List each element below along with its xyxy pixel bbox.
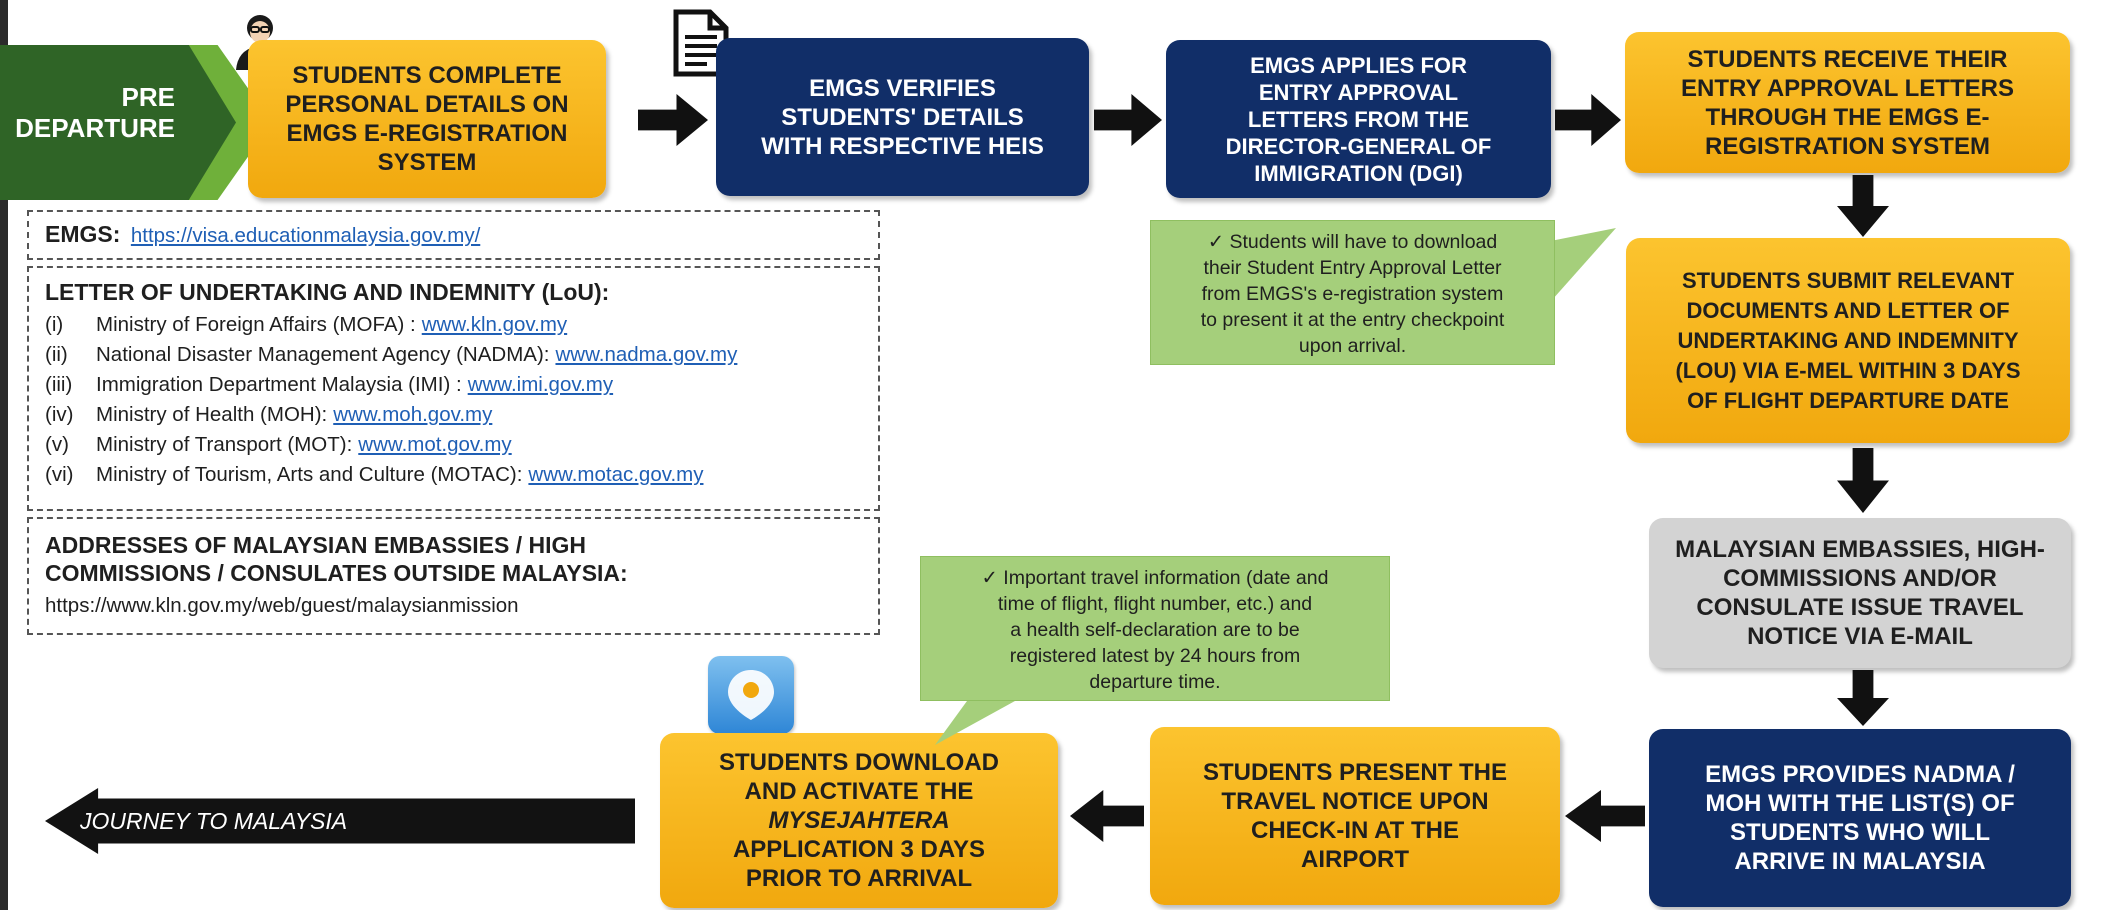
mysejahtera-app-name: MYSEJAHTERA xyxy=(768,807,950,834)
step-emgs-provides-nadma-list: EMGS PROVIDES NADMA / MOH WITH THE LIST(… xyxy=(1649,729,2071,907)
emgs-info-panel: EMGS: https://visa.educationmalaysia.gov… xyxy=(27,210,880,260)
lou-item-link[interactable]: www.kln.gov.my xyxy=(421,313,568,336)
lou-item-name: Ministry of Health (MOH): xyxy=(96,403,328,426)
callout-tail xyxy=(1548,228,1616,305)
lou-item-number: (v) xyxy=(45,433,69,456)
step-emgs-applies-entry-letters: EMGS APPLIES FOR ENTRY APPROVAL LETTERS … xyxy=(1166,40,1551,198)
lou-item-name: Ministry of Foreign Affairs (MOFA) : xyxy=(96,313,416,336)
lou-item-number: (vi) xyxy=(45,463,74,486)
arrow-right-1 xyxy=(638,94,708,146)
lou-item-number: (ii) xyxy=(45,343,68,366)
lou-item-link[interactable]: www.imi.gov.my xyxy=(467,373,614,396)
lou-item-number: (iii) xyxy=(45,373,73,396)
step-text-line: STUDENTS DOWNLOAD xyxy=(719,749,999,776)
step-text-line: APPLICATION 3 DAYS xyxy=(732,836,986,863)
lou-item-link[interactable]: www.motac.gov.my xyxy=(528,463,704,486)
lou-list-item: (iii) Immigration Department Malaysia (I… xyxy=(45,370,862,400)
lou-item-number: (iv) xyxy=(45,403,74,426)
lou-title: LETTER OF UNDERTAKING AND INDEMNITY (LoU… xyxy=(45,279,610,305)
arrow-left-2 xyxy=(1070,790,1144,842)
lou-list-item: (ii) National Disaster Management Agency… xyxy=(45,340,862,370)
lou-list-item: (iv) Ministry of Health (MOH): www.moh.g… xyxy=(45,400,862,430)
pre-departure-chevron xyxy=(0,45,236,200)
step-download-mysejahtera: STUDENTS DOWNLOAD AND ACTIVATE THE MYSEJ… xyxy=(660,733,1058,908)
lou-list-item: (i) Ministry of Foreign Affairs (MOFA) :… xyxy=(45,310,862,340)
step-complete-personal-details: STUDENTS COMPLETE PERSONAL DETAILS ON EM… xyxy=(248,40,606,198)
embassy-info-panel: ADDRESSES OF MALAYSIAN EMBASSIES / HIGH … xyxy=(27,517,880,635)
pre-departure-label: PRE DEPARTURE xyxy=(15,82,175,143)
lou-list-item: (vi) Ministry of Tourism, Arts and Cultu… xyxy=(45,460,862,490)
step-text-line: AND ACTIVATE THE xyxy=(744,778,974,805)
embassy-title: ADDRESSES OF MALAYSIAN EMBASSIES / HIGH … xyxy=(45,532,628,586)
arrow-right-3 xyxy=(1555,94,1621,146)
emgs-label: EMGS: xyxy=(45,221,121,247)
callout-entry-letter: ✓ Students will have to download their S… xyxy=(1150,220,1555,365)
arrow-down-2 xyxy=(1837,448,1889,513)
lou-item-name: Ministry of Transport (MOT): xyxy=(96,433,353,456)
lou-item-name: Immigration Department Malaysia (IMI) : xyxy=(96,373,462,396)
journey-arrow xyxy=(45,788,635,854)
lou-info-panel: LETTER OF UNDERTAKING AND INDEMNITY (LoU… xyxy=(27,266,880,511)
lou-item-name: National Disaster Management Agency (NAD… xyxy=(96,343,550,366)
step-present-travel-notice: STUDENTS PRESENT THE TRAVEL NOTICE UPON … xyxy=(1150,727,1560,905)
step-text-line: PRIOR TO ARRIVAL xyxy=(745,865,973,892)
emgs-link[interactable]: https://visa.educationmalaysia.gov.my/ xyxy=(130,224,481,247)
left-edge-bar xyxy=(0,0,8,910)
document-icon xyxy=(673,9,729,77)
lou-item-link[interactable]: www.moh.gov.my xyxy=(333,403,493,426)
arrow-left-1 xyxy=(1565,790,1645,842)
step-travel-notice-issued: MALAYSIAN EMBASSIES, HIGH- COMMISSIONS A… xyxy=(1649,518,2071,668)
arrow-down-3 xyxy=(1837,670,1889,726)
step-submit-documents-lou: STUDENTS SUBMIT RELEVANT DOCUMENTS AND L… xyxy=(1626,238,2070,443)
journey-label: JOURNEY TO MALAYSIA xyxy=(80,808,348,834)
lou-item-number: (i) xyxy=(45,313,64,336)
lou-list-item: (v) Ministry of Transport (MOT): www.mot… xyxy=(45,430,862,460)
embassy-url[interactable]: https://www.kln.gov.my/web/guest/malaysi… xyxy=(45,594,519,617)
lou-item-link[interactable]: www.mot.gov.my xyxy=(358,433,512,456)
lou-item-link[interactable]: www.nadma.gov.my xyxy=(555,343,738,366)
mysejahtera-app-icon xyxy=(708,656,794,734)
callout-travel-info: ✓ Important travel information (date and… xyxy=(920,556,1390,701)
arrow-down-1 xyxy=(1837,175,1889,237)
step-emgs-verifies-details: EMGS VERIFIES STUDENTS' DETAILS WITH RES… xyxy=(716,38,1089,196)
arrow-right-2 xyxy=(1094,94,1162,146)
lou-item-name: Ministry of Tourism, Arts and Culture (M… xyxy=(96,463,523,486)
step-receive-entry-letters: STUDENTS RECEIVE THEIR ENTRY APPROVAL LE… xyxy=(1625,32,2070,173)
